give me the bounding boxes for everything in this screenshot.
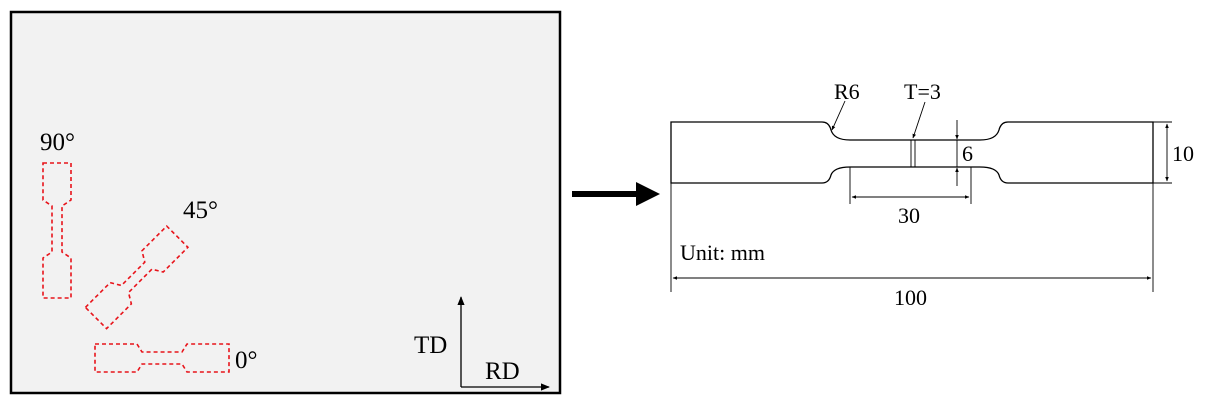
label-0deg: 0° [235,347,258,374]
sheet-panel: 90° 45° 0° TD RD [9,10,562,395]
specimen-outline [670,121,1154,184]
rd-label: RD [485,358,520,385]
grip-width-label: 10 [1172,141,1194,166]
transition-arrow [572,182,660,206]
label-90deg: 90° [40,129,75,156]
label-45deg: 45° [183,197,218,224]
specimen-drawing: R6 T=3 6 10 30 100 Unit: mm [670,79,1194,310]
gauge-width-label: 6 [962,141,973,166]
radius-label: R6 [834,79,860,104]
sheet-frame [9,10,562,395]
radius-leader [831,100,846,131]
direction-axes: TD RD [414,296,550,391]
td-label: TD [414,332,447,359]
sample-0deg [94,343,230,373]
gauge-length-label: 30 [898,203,920,228]
thickness-label: T=3 [904,79,941,104]
sample-90deg [42,162,72,299]
total-length-label: 100 [894,285,927,310]
thickness-leader [912,101,926,139]
unit-label: Unit: mm [680,240,765,265]
